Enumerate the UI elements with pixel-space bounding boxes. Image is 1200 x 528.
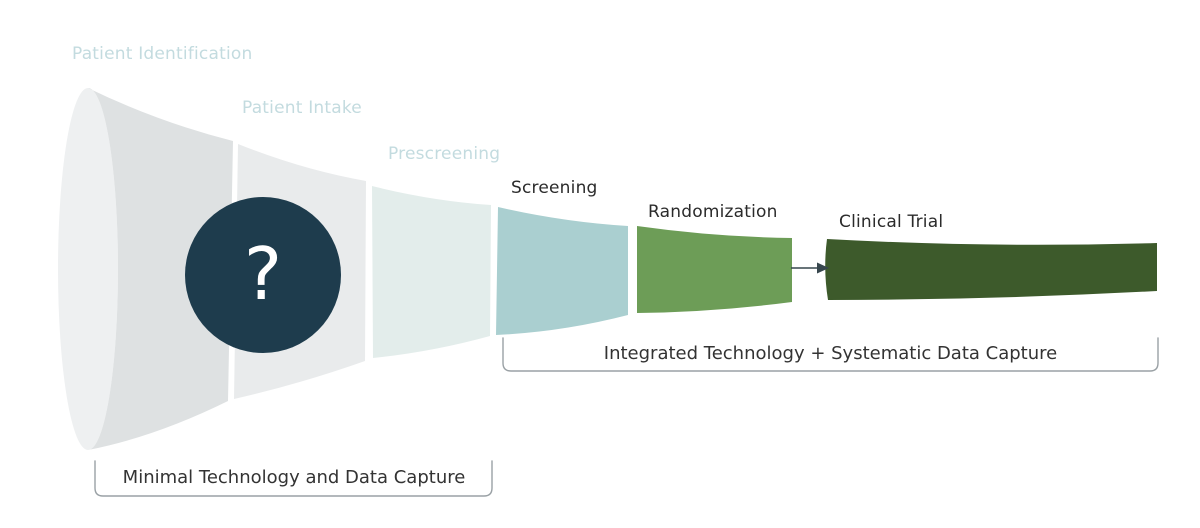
funnel-segment-prescreening [372,186,491,358]
stage-label-patient-identification: Patient Identification [72,44,253,64]
funnel-mouth-shape [58,88,118,450]
bracket-label-integrated-technology: Integrated Technology + Systematic Data … [603,343,1058,364]
funnel-segment-patient-identification [88,88,233,450]
stage-label-screening: Screening [511,178,598,198]
funnel-segment-screening [496,207,628,335]
bracket-minimal-technology [94,460,493,497]
funnel-segment-randomization [637,226,792,313]
stage-label-patient-intake: Patient Intake [242,98,362,118]
bracket-label-minimal-technology: Minimal Technology and Data Capture [122,467,466,488]
flow-arrow-head-icon [817,262,829,274]
stage-label-randomization: Randomization [648,202,778,222]
stage-label-prescreening: Prescreening [388,144,501,164]
funnel-segment-clinical-trial [825,239,1157,300]
bracket-integrated-technology [502,337,1159,372]
question-mark: ? [243,232,283,316]
stage-label-clinical-trial: Clinical Trial [839,212,944,232]
unknown-stage-circle [185,197,341,353]
